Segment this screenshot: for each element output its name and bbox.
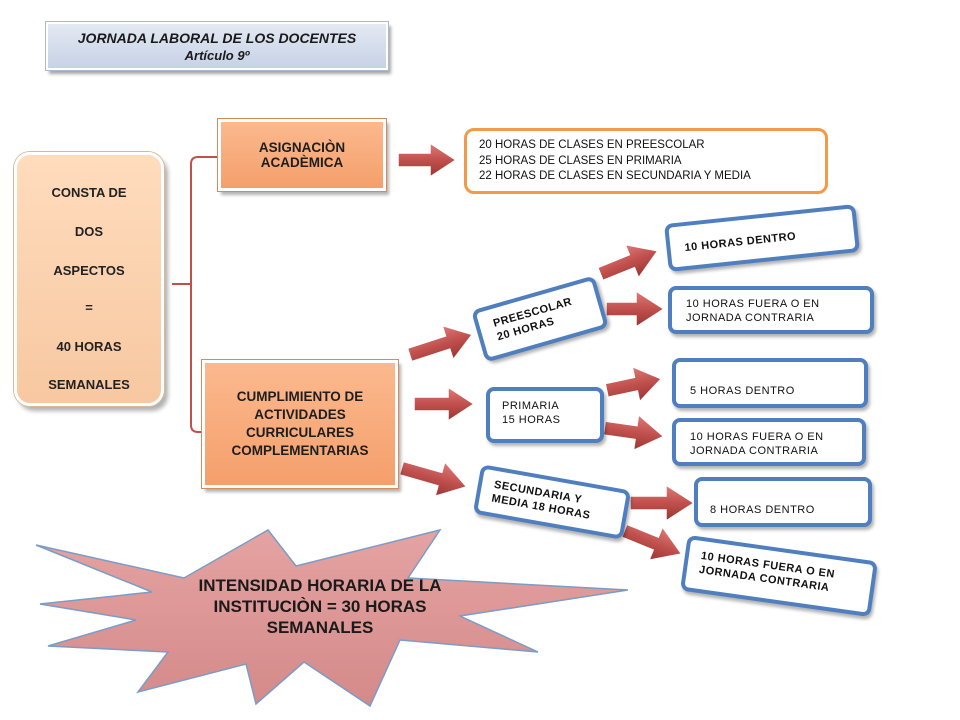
primaria-box: PRIMARIA 15 HORAS: [486, 387, 604, 443]
arrow-to-secundaria-dentro: [629, 483, 696, 523]
aspects-line: DOS: [74, 224, 104, 239]
asignacion-line: ACADÈMICA: [260, 155, 344, 170]
primaria-line: 15 HORAS: [502, 414, 561, 426]
aspects-line: SEMANALES: [48, 377, 130, 392]
aspects-line: 40 HORAS: [56, 339, 122, 354]
title-box: JORNADA LABORAL DE LOS DOCENTES Artículo…: [46, 22, 388, 70]
preescolar-fuera-line: 10 HORAS FUERA O EN: [686, 298, 820, 310]
preescolar-fuera-box: 10 HORAS FUERA O EN JORNADA CONTRARIA: [668, 286, 874, 334]
secundaria-dentro-text: 8 HORAS DENTRO: [710, 504, 815, 516]
arrow-to-preescolar-dentro: [596, 243, 660, 282]
intensidad-line: INTENSIDAD HORARIA DE LA: [198, 576, 442, 595]
asignacion-academica-box: ASIGNACIÒN ACADÈMICA: [218, 119, 386, 191]
arrow-to-primaria-fuera: [602, 413, 666, 452]
primaria-fuera-line: 10 HORAS FUERA O EN: [690, 431, 824, 443]
cumplimiento-line: CUMPLIMIENTO DE: [236, 389, 364, 404]
aspects-line: ASPECTOS: [53, 263, 125, 278]
title-article: Artículo 9º: [184, 48, 250, 63]
intensidad-line: INSTITUCIÒN = 30 HORAS: [213, 597, 427, 616]
cumplimiento-line: CURRICULARES: [246, 425, 354, 440]
primaria-dentro-text: 5 HORAS DENTRO: [690, 385, 795, 397]
bracket-connector: [172, 156, 218, 433]
preescolar-fuera-line: JORNADA CONTRARIA: [686, 312, 815, 324]
preescolar-dentro-text: 10 HORAS DENTRO: [684, 230, 797, 255]
intensidad-horaria-text: INTENSIDAD HORARIA DE LA INSTITUCIÒN = 3…: [150, 575, 490, 638]
primaria-fuera-line: JORNADA CONTRARIA: [690, 445, 819, 457]
intensidad-line: SEMANALES: [266, 618, 374, 637]
arrow-to-preescolar-fuera: [605, 289, 666, 329]
title-text: JORNADA LABORAL DE LOS DOCENTES: [77, 30, 357, 46]
arrow-to-primaria: [413, 385, 476, 423]
arrow-to-secundaria-fuera: [620, 523, 683, 562]
aspects-line: CONSTA DE: [51, 185, 127, 200]
starburst-shape: [35, 528, 629, 708]
arrow-to-secundaria: [398, 460, 469, 498]
asignacion-line: ASIGNACIÒN: [258, 140, 346, 155]
primaria-dentro-box: 5 HORAS DENTRO: [672, 358, 868, 408]
secundaria-dentro-box: 8 HORAS DENTRO: [694, 477, 872, 527]
primaria-fuera-box: 10 HORAS FUERA O EN JORNADA CONTRARIA: [672, 418, 866, 466]
cumplimiento-line: ACTIVIDADES: [254, 407, 346, 422]
primaria-line: PRIMARIA: [502, 400, 560, 412]
cumplimiento-line: COMPLEMENTARIAS: [231, 443, 369, 458]
aspects-line: =: [85, 300, 93, 315]
clases-line: 20 HORAS DE CLASES EN PREESCOLAR: [479, 139, 705, 151]
arrow-to-preescolar: [406, 324, 474, 363]
arrow-to-clases: [397, 141, 458, 179]
clases-line: 22 HORAS DE CLASES EN SECUNDARIA Y MEDIA: [479, 170, 751, 182]
clases-box: 20 HORAS DE CLASES EN PREESCOLAR 25 HORA…: [464, 128, 828, 194]
arrow-to-primaria-dentro: [604, 365, 663, 404]
cumplimiento-box: CUMPLIMIENTO DE ACTIVIDADES CURRICULARES…: [202, 360, 398, 488]
clases-line: 25 HORAS DE CLASES EN PRIMARIA: [479, 154, 682, 167]
aspects-box: CONSTA DE DOS ASPECTOS = 40 HORAS SEMANA…: [14, 152, 164, 406]
